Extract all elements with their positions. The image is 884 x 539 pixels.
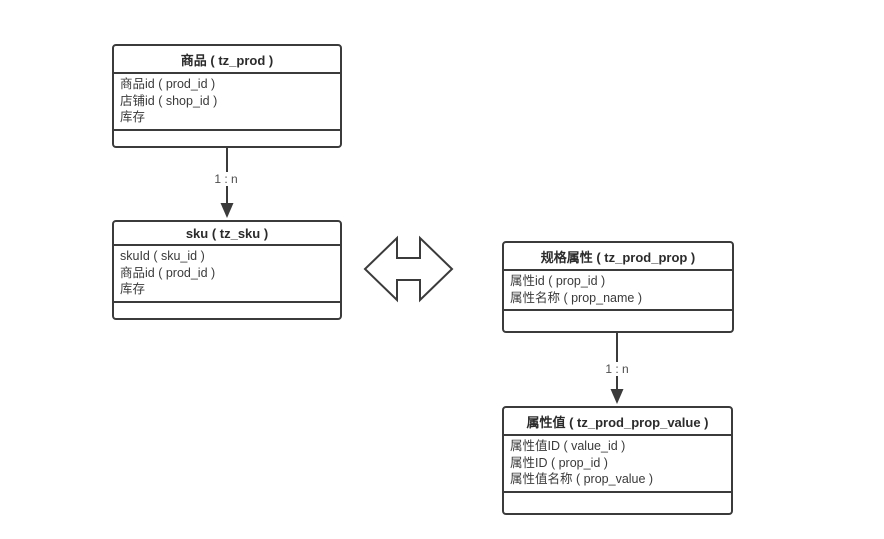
entity-field: 属性名称 ( prop_name ) <box>510 290 642 305</box>
cardinality-label-prod-sku: 1 : n <box>211 172 241 186</box>
entity-field: 属性ID ( prop_id ) <box>510 455 608 470</box>
entity-empty-section <box>504 493 731 514</box>
entity-empty-section <box>114 131 340 147</box>
cardinality-label-prop-propvalue: 1 : n <box>602 362 632 376</box>
entity-field: 属性值ID ( value_id ) <box>510 439 626 453</box>
entity-title: 商品 ( tz_prod ) <box>114 46 340 74</box>
entity-field-list: skuId ( sku_id ) 商品id ( prod_id ) 库存 <box>114 246 340 303</box>
entity-box-sku: sku ( tz_sku ) skuId ( sku_id ) 商品id ( p… <box>112 220 342 320</box>
entity-title: sku ( tz_sku ) <box>114 222 340 246</box>
entity-box-prod-prop-value: 属性值 ( tz_prod_prop_value ) 属性值ID ( value… <box>502 406 733 515</box>
entity-field: 商品id ( prod_id ) <box>120 77 216 91</box>
arrowhead-down-icon <box>610 389 624 404</box>
entity-field: 属性值名称 ( prop_value ) <box>510 472 654 486</box>
entity-box-prod: 商品 ( tz_prod ) 商品id ( prod_id ) 店铺id ( s… <box>112 44 342 148</box>
entity-field: 属性id ( prop_id ) <box>510 274 606 288</box>
entity-title: 属性值 ( tz_prod_prop_value ) <box>504 408 731 436</box>
left-right-double-arrow-icon <box>363 235 454 303</box>
arrowhead-down-icon <box>220 203 234 218</box>
entity-box-prod-prop: 规格属性 ( tz_prod_prop ) 属性id ( prop_id ) 属… <box>502 241 734 333</box>
entity-field: 店铺id ( shop_id ) <box>120 93 218 108</box>
entity-title: 规格属性 ( tz_prod_prop ) <box>504 243 732 271</box>
entity-empty-section <box>114 303 340 319</box>
entity-field: skuId ( sku_id ) <box>120 249 205 263</box>
entity-field-list: 属性值ID ( value_id ) 属性ID ( prop_id ) 属性值名… <box>504 436 731 493</box>
entity-field-list: 属性id ( prop_id ) 属性名称 ( prop_name ) <box>504 271 732 311</box>
entity-field: 库存 <box>120 110 146 124</box>
entity-empty-section <box>504 311 732 331</box>
entity-field: 库存 <box>120 282 146 296</box>
entity-field: 商品id ( prod_id ) <box>120 265 216 280</box>
entity-field-list: 商品id ( prod_id ) 店铺id ( shop_id ) 库存 <box>114 74 340 131</box>
